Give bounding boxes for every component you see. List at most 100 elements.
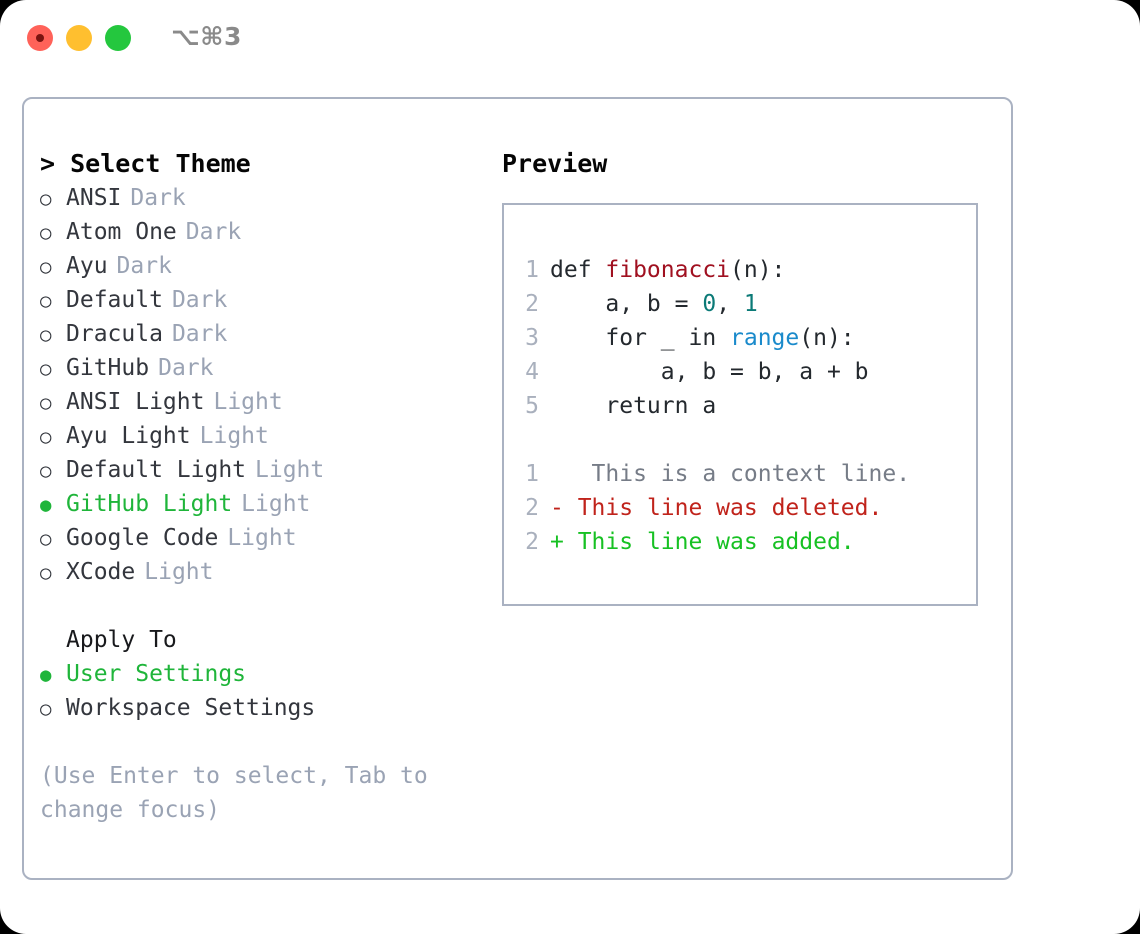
line-number: 3 (525, 325, 539, 351)
line-number: 1 (525, 461, 539, 487)
code-line: 2 a, b = 0, 1 (517, 287, 910, 321)
diff-text: This line was deleted. (563, 495, 883, 521)
radio-selected-icon: ● (40, 494, 52, 516)
apply-to-option-label: Workspace Settings (66, 695, 316, 721)
radio-unselected-icon: ○ (40, 460, 52, 482)
theme-option-dracula[interactable]: ○ Dracula Dark (40, 317, 480, 351)
code-spacer (517, 423, 910, 457)
line-number: 2 (525, 495, 539, 521)
theme-option-default[interactable]: ○ Default Dark (40, 283, 480, 317)
keyboard-shortcut-label: ⌥⌘3 (171, 22, 242, 51)
radio-unselected-icon: ○ (40, 222, 52, 244)
line-number: 2 (525, 291, 539, 317)
preview-code: 1 def fibonacci (n): 2 a, b = 0, 1 3 for _ i… (517, 253, 910, 559)
theme-option-variant-tag: Dark (116, 253, 172, 279)
diff-line-del: 2- This line was deleted. (517, 491, 910, 525)
theme-option-variant-tag: Light (144, 559, 214, 585)
radio-unselected-icon: ○ (40, 290, 52, 312)
title-bar: ⌥⌘3 (0, 0, 1140, 78)
theme-option-variant-tag: Light (227, 525, 297, 551)
apply-to-title: Apply To (66, 627, 177, 653)
theme-option-label: XCode (66, 559, 136, 585)
code-token-plain: a, b = b, a + b (550, 359, 869, 385)
theme-option-xcode[interactable]: ○ XCode Light (40, 555, 480, 589)
theme-option-ayu[interactable]: ○ Ayu Dark (40, 249, 480, 283)
apply-to-option-user-settings[interactable]: ● User Settings (40, 657, 480, 691)
diff-text: This line was added. (563, 529, 855, 555)
line-number: 1 (525, 257, 539, 283)
apply-to-option-workspace-settings[interactable]: ○ Workspace Settings (40, 691, 480, 725)
window-controls (27, 25, 131, 51)
theme-option-variant-tag: Dark (171, 321, 228, 347)
theme-option-label: Atom One (66, 219, 177, 245)
apply-to-section: Apply To ● User Settings ○ Workspace Settin… (40, 623, 480, 725)
radio-unselected-icon: ○ (40, 358, 52, 380)
close-button-icon[interactable] (27, 25, 53, 51)
radio-unselected-icon: ○ (40, 698, 52, 720)
apply-to-option-label: User Settings (66, 661, 247, 687)
radio-unselected-icon: ○ (40, 528, 52, 550)
maximize-button-icon[interactable] (105, 25, 131, 51)
theme-option-github[interactable]: ○ GitHub Dark (40, 351, 480, 385)
radio-unselected-icon: ○ (40, 426, 52, 448)
code-token-plain: a, b = (550, 291, 703, 317)
line-number: 5 (525, 393, 539, 419)
theme-option-label: Google Code (66, 525, 219, 551)
theme-option-label: Ayu Light (66, 423, 191, 449)
theme-option-label: Default Light (66, 457, 247, 483)
theme-option-google-code[interactable]: ○ Google Code Light (40, 521, 480, 555)
code-token-plain: def (550, 257, 606, 283)
keyboard-hint: (Use Enter to select, Tab to change focu… (40, 763, 428, 823)
theme-option-variant-tag: Light (199, 423, 269, 449)
theme-option-label: GitHub Light (66, 491, 233, 517)
theme-option-label: Ayu (66, 253, 108, 279)
diff-marker (550, 461, 564, 487)
diff-marker: + (550, 529, 564, 555)
radio-unselected-icon: ○ (40, 256, 52, 278)
code-token-plain: , (716, 291, 744, 317)
minimize-button-icon[interactable] (66, 25, 92, 51)
page-title: > Select Theme (40, 149, 251, 178)
theme-option-label: Default (66, 287, 163, 313)
radio-selected-icon: ● (40, 664, 52, 686)
diff-marker: - (550, 495, 564, 521)
preview-title: Preview (502, 149, 608, 178)
code-token-call: range (730, 325, 800, 351)
line-number: 4 (525, 359, 539, 385)
theme-option-variant-tag: Dark (130, 185, 186, 211)
preview-box: 1 def fibonacci (n): 2 a, b = 0, 1 3 for _ i… (502, 203, 978, 606)
radio-unselected-icon: ○ (40, 562, 52, 584)
theme-option-variant-tag: Light (213, 389, 283, 415)
theme-option-atom-one[interactable]: ○ Atom One Dark (40, 215, 480, 249)
theme-option-ayu-light[interactable]: ○ Ayu Light Light (40, 419, 480, 453)
theme-option-variant-tag: Dark (171, 287, 228, 313)
diff-line-ctx: 1 This is a context line. (517, 457, 910, 491)
theme-option-label: Dracula (66, 321, 163, 347)
code-line: 4 a, b = b, a + b (517, 355, 910, 389)
line-number: 2 (525, 529, 539, 555)
theme-option-variant-tag: Dark (158, 355, 214, 381)
theme-option-label: ANSI Light (66, 389, 205, 415)
radio-unselected-icon: ○ (40, 392, 52, 414)
code-token-fn: fibonacci (605, 257, 731, 283)
radio-unselected-icon: ○ (40, 324, 52, 346)
code-token-num: 1 (743, 291, 758, 317)
apply-to-options: ● User Settings ○ Workspace Settings (40, 657, 480, 725)
theme-option-label: GitHub (66, 355, 150, 381)
preview-column: Preview 1 def fibonacci (n): 2 a, b = 0, 1 3… (502, 147, 1002, 606)
code-token-plain: (n): (799, 325, 855, 351)
code-token-plain: for _ in (550, 325, 731, 351)
diff-text: This is a context line. (563, 461, 911, 487)
code-line: 5 return a (517, 389, 910, 423)
theme-option-variant-tag: Dark (185, 219, 242, 245)
theme-option-ansi-light[interactable]: ○ ANSI Light Light (40, 385, 480, 419)
code-token-plain: return a (550, 393, 717, 419)
